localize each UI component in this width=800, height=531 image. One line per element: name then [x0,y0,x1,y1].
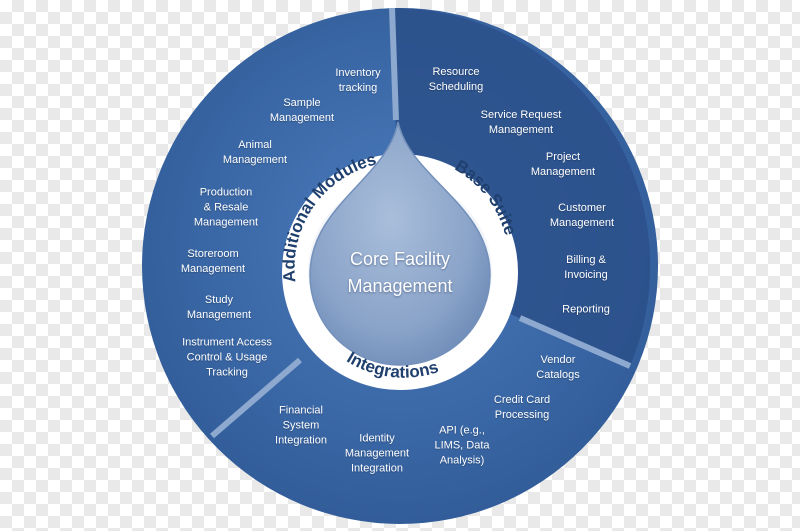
integration-api: API (e.g., LIMS, Data Analysis) [434,424,490,467]
integration-identity-management: Identity Management Integration [344,432,410,475]
base-service-request: Service Request Management [480,109,562,136]
divider-top [389,7,399,121]
module-storeroom-management: Storeroom Management [180,248,246,275]
integration-vendor-catalogs: Vendor Catalogs [536,354,580,381]
module-inventory-tracking: Inventory tracking [335,67,381,94]
base-project-management: Project Management [530,151,596,178]
module-animal-management: Animal Management [222,139,288,166]
base-billing-invoicing: Billing & Invoicing [564,254,608,281]
base-customer-management: Customer Management [549,202,615,229]
module-instrument-access: Instrument Access Control & Usage Tracki… [182,336,272,379]
drop-shape [309,121,491,366]
module-sample-management: Sample Management [269,97,335,124]
divider-right [518,315,632,369]
module-study-management: Study Management [186,294,252,321]
core-label: Core Facility Management [347,249,453,296]
integration-credit-card: Credit Card Processing [493,394,551,421]
integration-financial-system: Financial System Integration [275,404,327,447]
divider-left [210,357,302,439]
base-reporting: Reporting [562,303,610,316]
module-production-resale: Production & Resale Management [193,186,259,229]
base-resource-scheduling: Resource Scheduling [428,66,484,93]
